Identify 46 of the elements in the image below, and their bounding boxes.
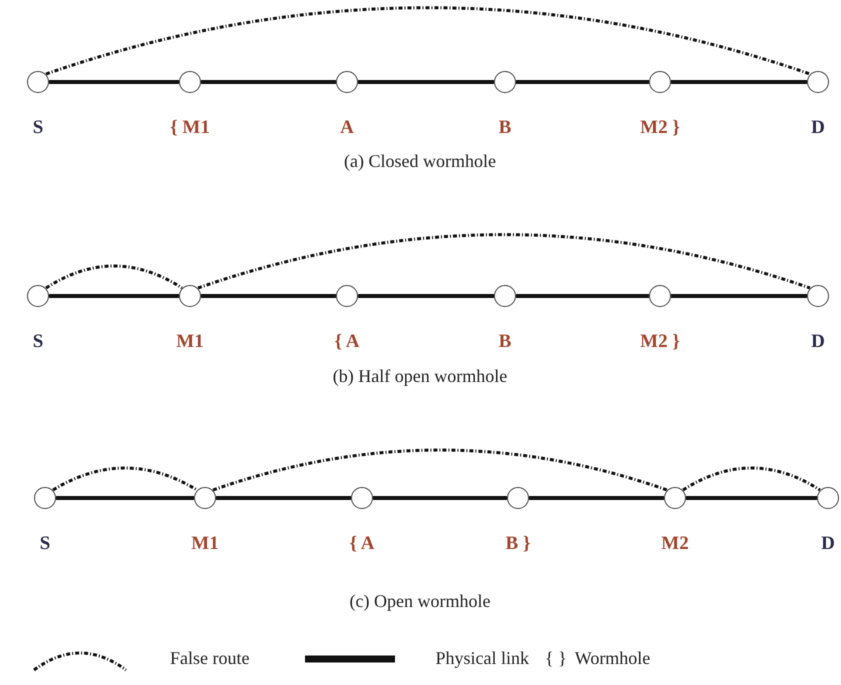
node-label: S [40,532,50,556]
node-label: S [32,116,44,140]
node-label: S [32,330,44,354]
physical-link-line [516,294,649,298]
physical-link-line [201,80,336,84]
node-label: B [498,330,512,354]
node-label: { M1 [170,116,210,140]
legend-text: Physical link [435,647,529,670]
node-label: B [498,116,512,140]
physical-link-line [216,496,351,500]
node-label: { A [334,330,360,354]
node-label: M1 [176,330,204,354]
physical-link-line [201,294,336,298]
subfigure-caption: (b) Half open wormhole [332,365,508,388]
subfigure-caption: (a) Closed wormhole [344,150,496,173]
false-route-arc [46,6,810,76]
physical-link-line [358,294,494,298]
node-label: M2 [661,532,689,556]
physical-link-line [358,80,494,84]
wormhole-brace-sample: { } [544,647,567,670]
node-label: D [821,532,835,556]
physical-link-line [686,496,817,500]
node-label: M1 [191,532,219,556]
physical-link-line [373,496,507,500]
false-route-arc [198,233,810,290]
physical-link-line [529,496,664,500]
false-route-arc [52,466,198,492]
false-route-arc [212,448,668,492]
physical-link-line [671,80,807,84]
node-label: M2 } [640,330,680,354]
physical-link-line [516,80,649,84]
node-label: D [811,330,825,354]
node-label: B } [506,532,530,556]
legend-text: False route [170,647,250,670]
false-route-arc [682,466,821,492]
node-label: { A [350,532,374,556]
legend-text: Wormhole [574,647,650,670]
false-route-arc [45,264,183,290]
subfigure-caption: (c) Open wormhole [350,590,490,613]
node-label: A [340,116,354,140]
physical-link-line [49,294,179,298]
physical-link-line [49,80,179,84]
physical-link-line [671,294,807,298]
physical-link-line [56,496,194,500]
node-label: M2 } [640,116,680,140]
node-label: D [811,116,825,140]
